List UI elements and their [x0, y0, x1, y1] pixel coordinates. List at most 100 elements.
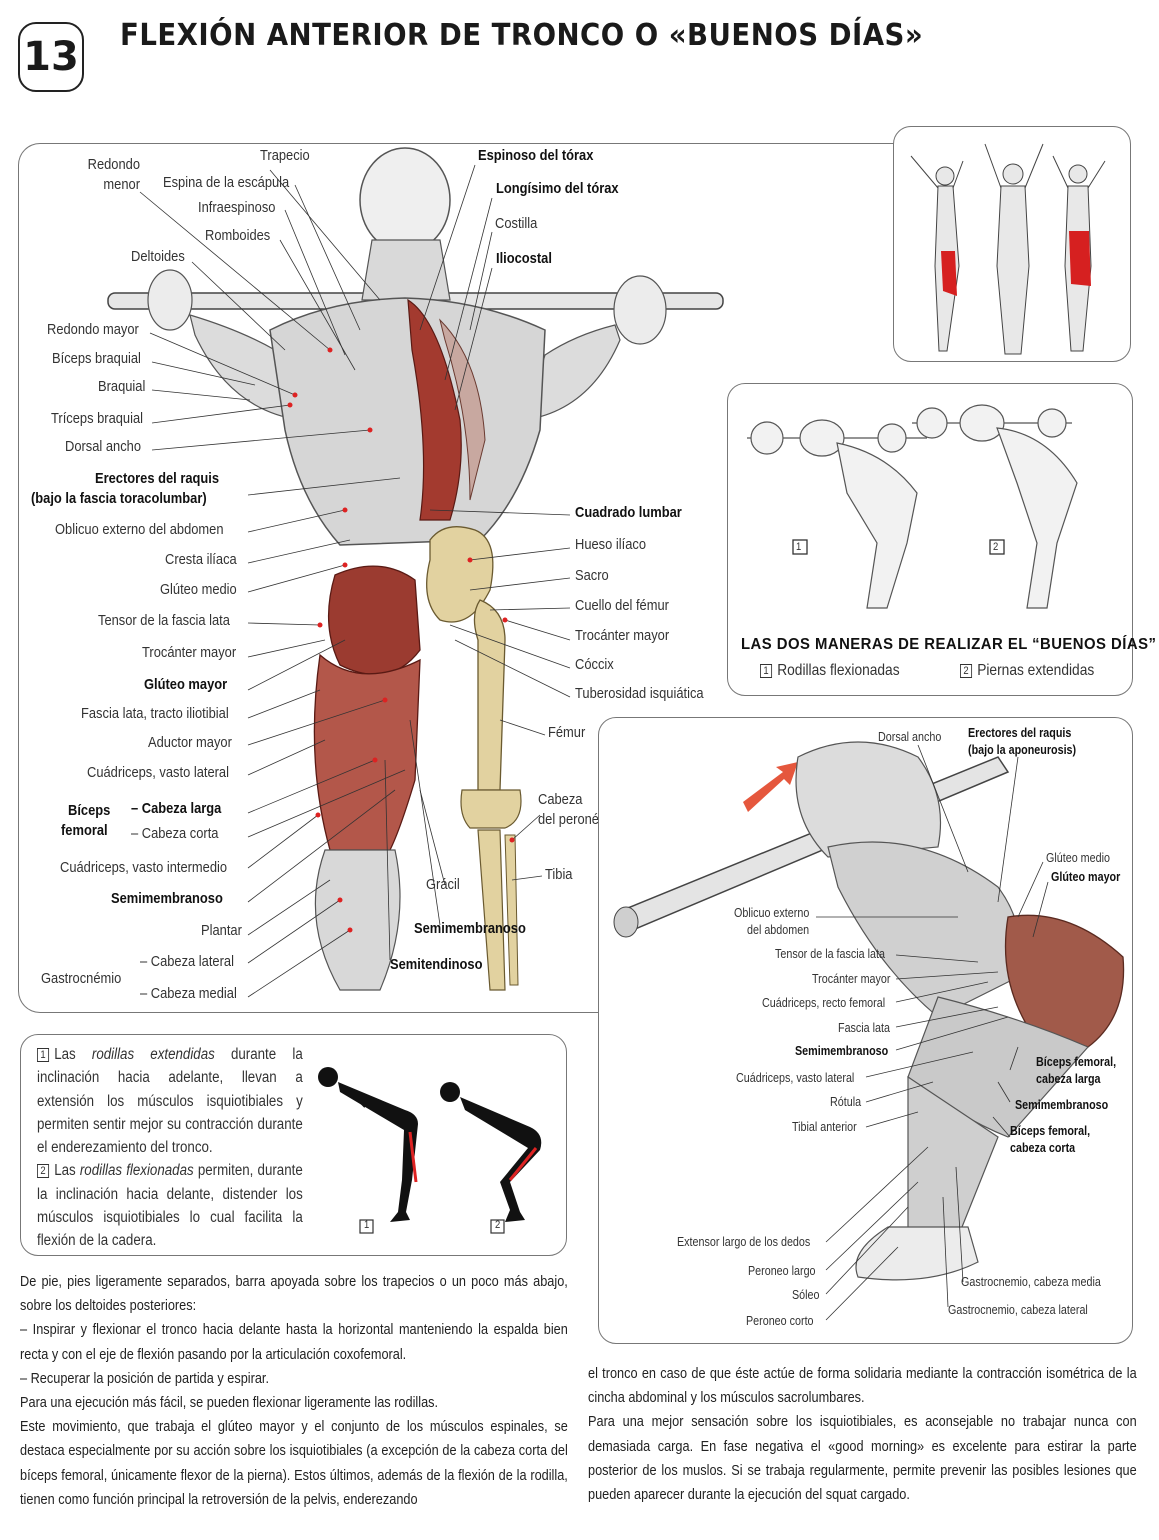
label-gluteo-mayor: Glúteo mayor — [144, 676, 228, 693]
label-fascia-lata: Fascia lata, tracto iliotibial — [81, 705, 229, 722]
label-trocanter-mayor-right: Trocánter mayor — [575, 627, 670, 644]
body-paragraph-5: Este movimiento, que trabaja el glúteo m… — [20, 1419, 568, 1508]
option-piernas-extendidas: 2 Piernas extendidas — [960, 662, 1094, 680]
label-gluteo-medio: Glúteo medio — [160, 581, 237, 598]
knee-fig2-number: 2 — [495, 1219, 501, 1231]
side-label-gastro-media: Gastrocnemio, cabeza media — [961, 1275, 1101, 1289]
side-label-rotula: Rótula — [830, 1095, 862, 1109]
note-p1-c: durante la inclinación hacia adelante, l… — [37, 1046, 303, 1157]
option-rodillas-flexionadas: 1 Rodillas flexionadas — [760, 662, 900, 680]
label-cabeza-lateral: – Cabeza lateral — [140, 953, 234, 970]
side-label-cuadriceps-recto: Cuádriceps, recto femoral — [762, 996, 886, 1010]
label-braquial: Braquial — [98, 378, 146, 395]
side-label-dorsal-ancho: Dorsal ancho — [878, 730, 942, 744]
option2-label: Piernas extendidas — [977, 662, 1095, 679]
label-tibia: Tibia — [545, 866, 573, 883]
knee-fig1-number: 1 — [364, 1219, 370, 1231]
label-redondo-mayor: Redondo mayor — [47, 321, 139, 338]
label-romboides: Romboides — [205, 227, 271, 244]
side-label-semimembranoso-a: Semimembranoso — [795, 1044, 889, 1058]
label-iliocostal: Iliocostal — [496, 250, 552, 267]
ways-fig1-number: 1 — [796, 541, 802, 553]
side-label-erectores-aponeurosis: (bajo la aponeurosis) — [968, 743, 1077, 757]
body-paragraph-1: De pie, pies ligeramente separados, barr… — [20, 1274, 568, 1315]
note-p1-a: Las — [54, 1046, 92, 1063]
side-label-soleo: Sóleo — [792, 1288, 820, 1302]
side-label-gluteo-mayor: Glúteo mayor — [1051, 870, 1121, 884]
side-label-trocanter-mayor: Trocánter mayor — [812, 972, 891, 986]
option1-label: Rodillas flexionadas — [777, 662, 900, 679]
label-femoral: femoral — [61, 822, 108, 839]
label-trapecio: Trapecio — [260, 147, 310, 164]
side-view-figure — [613, 741, 1125, 1321]
label-aductor-mayor: Aductor mayor — [148, 734, 232, 751]
label-biceps: Bíceps — [68, 802, 111, 819]
side-label-biceps-larga-1: Bíceps femoral, — [1036, 1055, 1117, 1069]
label-del-perone: del peroné — [538, 811, 599, 828]
label-espinoso-torax: Espinoso del tórax — [478, 147, 594, 164]
label-coccix: Cóccix — [575, 656, 614, 673]
note-number-2: 2 — [37, 1164, 50, 1179]
body-paragraph-4: Para una ejecución más fácil, se pueden … — [20, 1395, 439, 1412]
label-longisimo-torax: Longísimo del tórax — [496, 180, 619, 197]
note-p2-b: rodillas flexionadas — [79, 1162, 194, 1180]
side-label-extensor-largo: Extensor largo de los dedos — [677, 1235, 811, 1249]
note-p2-a: Las — [54, 1162, 80, 1180]
side-label-biceps-larga-2: cabeza larga — [1036, 1072, 1101, 1086]
label-gracil: Grácil — [426, 876, 460, 893]
label-dorsal-ancho: Dorsal ancho — [65, 438, 142, 455]
instructions-left-column: De pie, pies ligeramente separados, barr… — [20, 1270, 568, 1512]
two-ways-title: LAS DOS MANERAS DE REALIZAR EL “BUENOS D… — [741, 636, 1157, 653]
knee-silhouettes — [318, 1067, 542, 1234]
instructions-right-column: el tronco en caso de que éste actúe de f… — [588, 1362, 1137, 1507]
side-label-oblicuo-externo: Oblicuo externo — [734, 906, 810, 920]
knee-note-panel — [20, 1034, 567, 1256]
exercise-number: 13 — [18, 22, 84, 92]
label-cuadrado-lumbar: Cuadrado lumbar — [575, 504, 682, 521]
label-semimembranoso-left: Semimembranoso — [111, 890, 223, 907]
note-p2-c: permiten, durante la inclinación hacia d… — [37, 1162, 303, 1250]
label-triceps-braquial: Tríceps braquial — [51, 410, 144, 427]
label-espina-escapula: Espina de la escápula — [163, 174, 290, 191]
back-anatomy-figure — [107, 147, 724, 998]
muscle-map-figures — [910, 143, 1106, 355]
label-biceps-braquial: Bíceps braquial — [52, 350, 141, 367]
label-cresta-iliaca: Cresta ilíaca — [165, 551, 237, 568]
side-label-gluteo-medio: Glúteo medio — [1046, 851, 1110, 865]
label-tensor-fascia: Tensor de la fascia lata — [98, 612, 230, 629]
two-ways-figures — [747, 404, 1078, 609]
label-erectores-raquis: Erectores del raquis — [95, 470, 220, 487]
label-cabeza: Cabeza — [538, 791, 583, 808]
label-oblicuo-externo: Oblicuo externo del abdomen — [55, 521, 224, 538]
label-infraespinoso: Infraespinoso — [198, 199, 276, 216]
label-costilla: Costilla — [495, 215, 538, 232]
body-paragraph-2: – Inspirar y flexionar el tronco hacia d… — [20, 1322, 568, 1363]
side-label-semimembranoso-b: Semimembranoso — [1015, 1098, 1109, 1112]
label-tuberosidad-isquiatica: Tuberosidad isquiática — [575, 685, 704, 702]
side-label-erectores-raquis: Erectores del raquis — [968, 726, 1072, 740]
note-number-1: 1 — [37, 1048, 50, 1062]
side-label-biceps-corta-2: cabeza corta — [1010, 1141, 1076, 1155]
label-cabeza-larga: – Cabeza larga — [131, 800, 222, 817]
label-cabeza-medial: – Cabeza medial — [140, 985, 237, 1002]
label-semitendinoso: Semitendinoso — [390, 956, 483, 973]
side-label-cuadriceps-lateral: Cuádriceps, vasto lateral — [736, 1071, 855, 1085]
side-label-peroneo-corto: Peroneo corto — [746, 1314, 814, 1328]
label-gastrocnemio: Gastrocnémio — [41, 970, 122, 987]
label-semimembranoso-center: Semimembranoso — [414, 920, 526, 937]
page-title: FLEXIÓN ANTERIOR DE TRONCO O «BUENOS DÍA… — [120, 18, 924, 53]
side-label-biceps-corta-1: Bíceps femoral, — [1010, 1124, 1091, 1138]
label-cuadriceps-vasto-lateral: Cuádriceps, vasto lateral — [87, 764, 229, 781]
label-cabeza-corta: – Cabeza corta — [131, 825, 219, 842]
side-label-del-abdomen: del abdomen — [747, 923, 810, 937]
side-label-fascia-lata: Fascia lata — [838, 1021, 890, 1035]
option2-number: 2 — [960, 664, 973, 678]
option1-number: 1 — [760, 664, 773, 678]
label-erectores-fascia: (bajo la fascia toracolumbar) — [31, 490, 207, 507]
side-label-peroneo-largo: Peroneo largo — [748, 1264, 816, 1278]
label-hueso-iliaco: Hueso ilíaco — [575, 536, 646, 553]
body-paragraph-6: el tronco en caso de que éste actúe de f… — [588, 1366, 1137, 1407]
label-cuello-femur: Cuello del fémur — [575, 597, 669, 614]
label-deltoides: Deltoides — [131, 248, 185, 265]
